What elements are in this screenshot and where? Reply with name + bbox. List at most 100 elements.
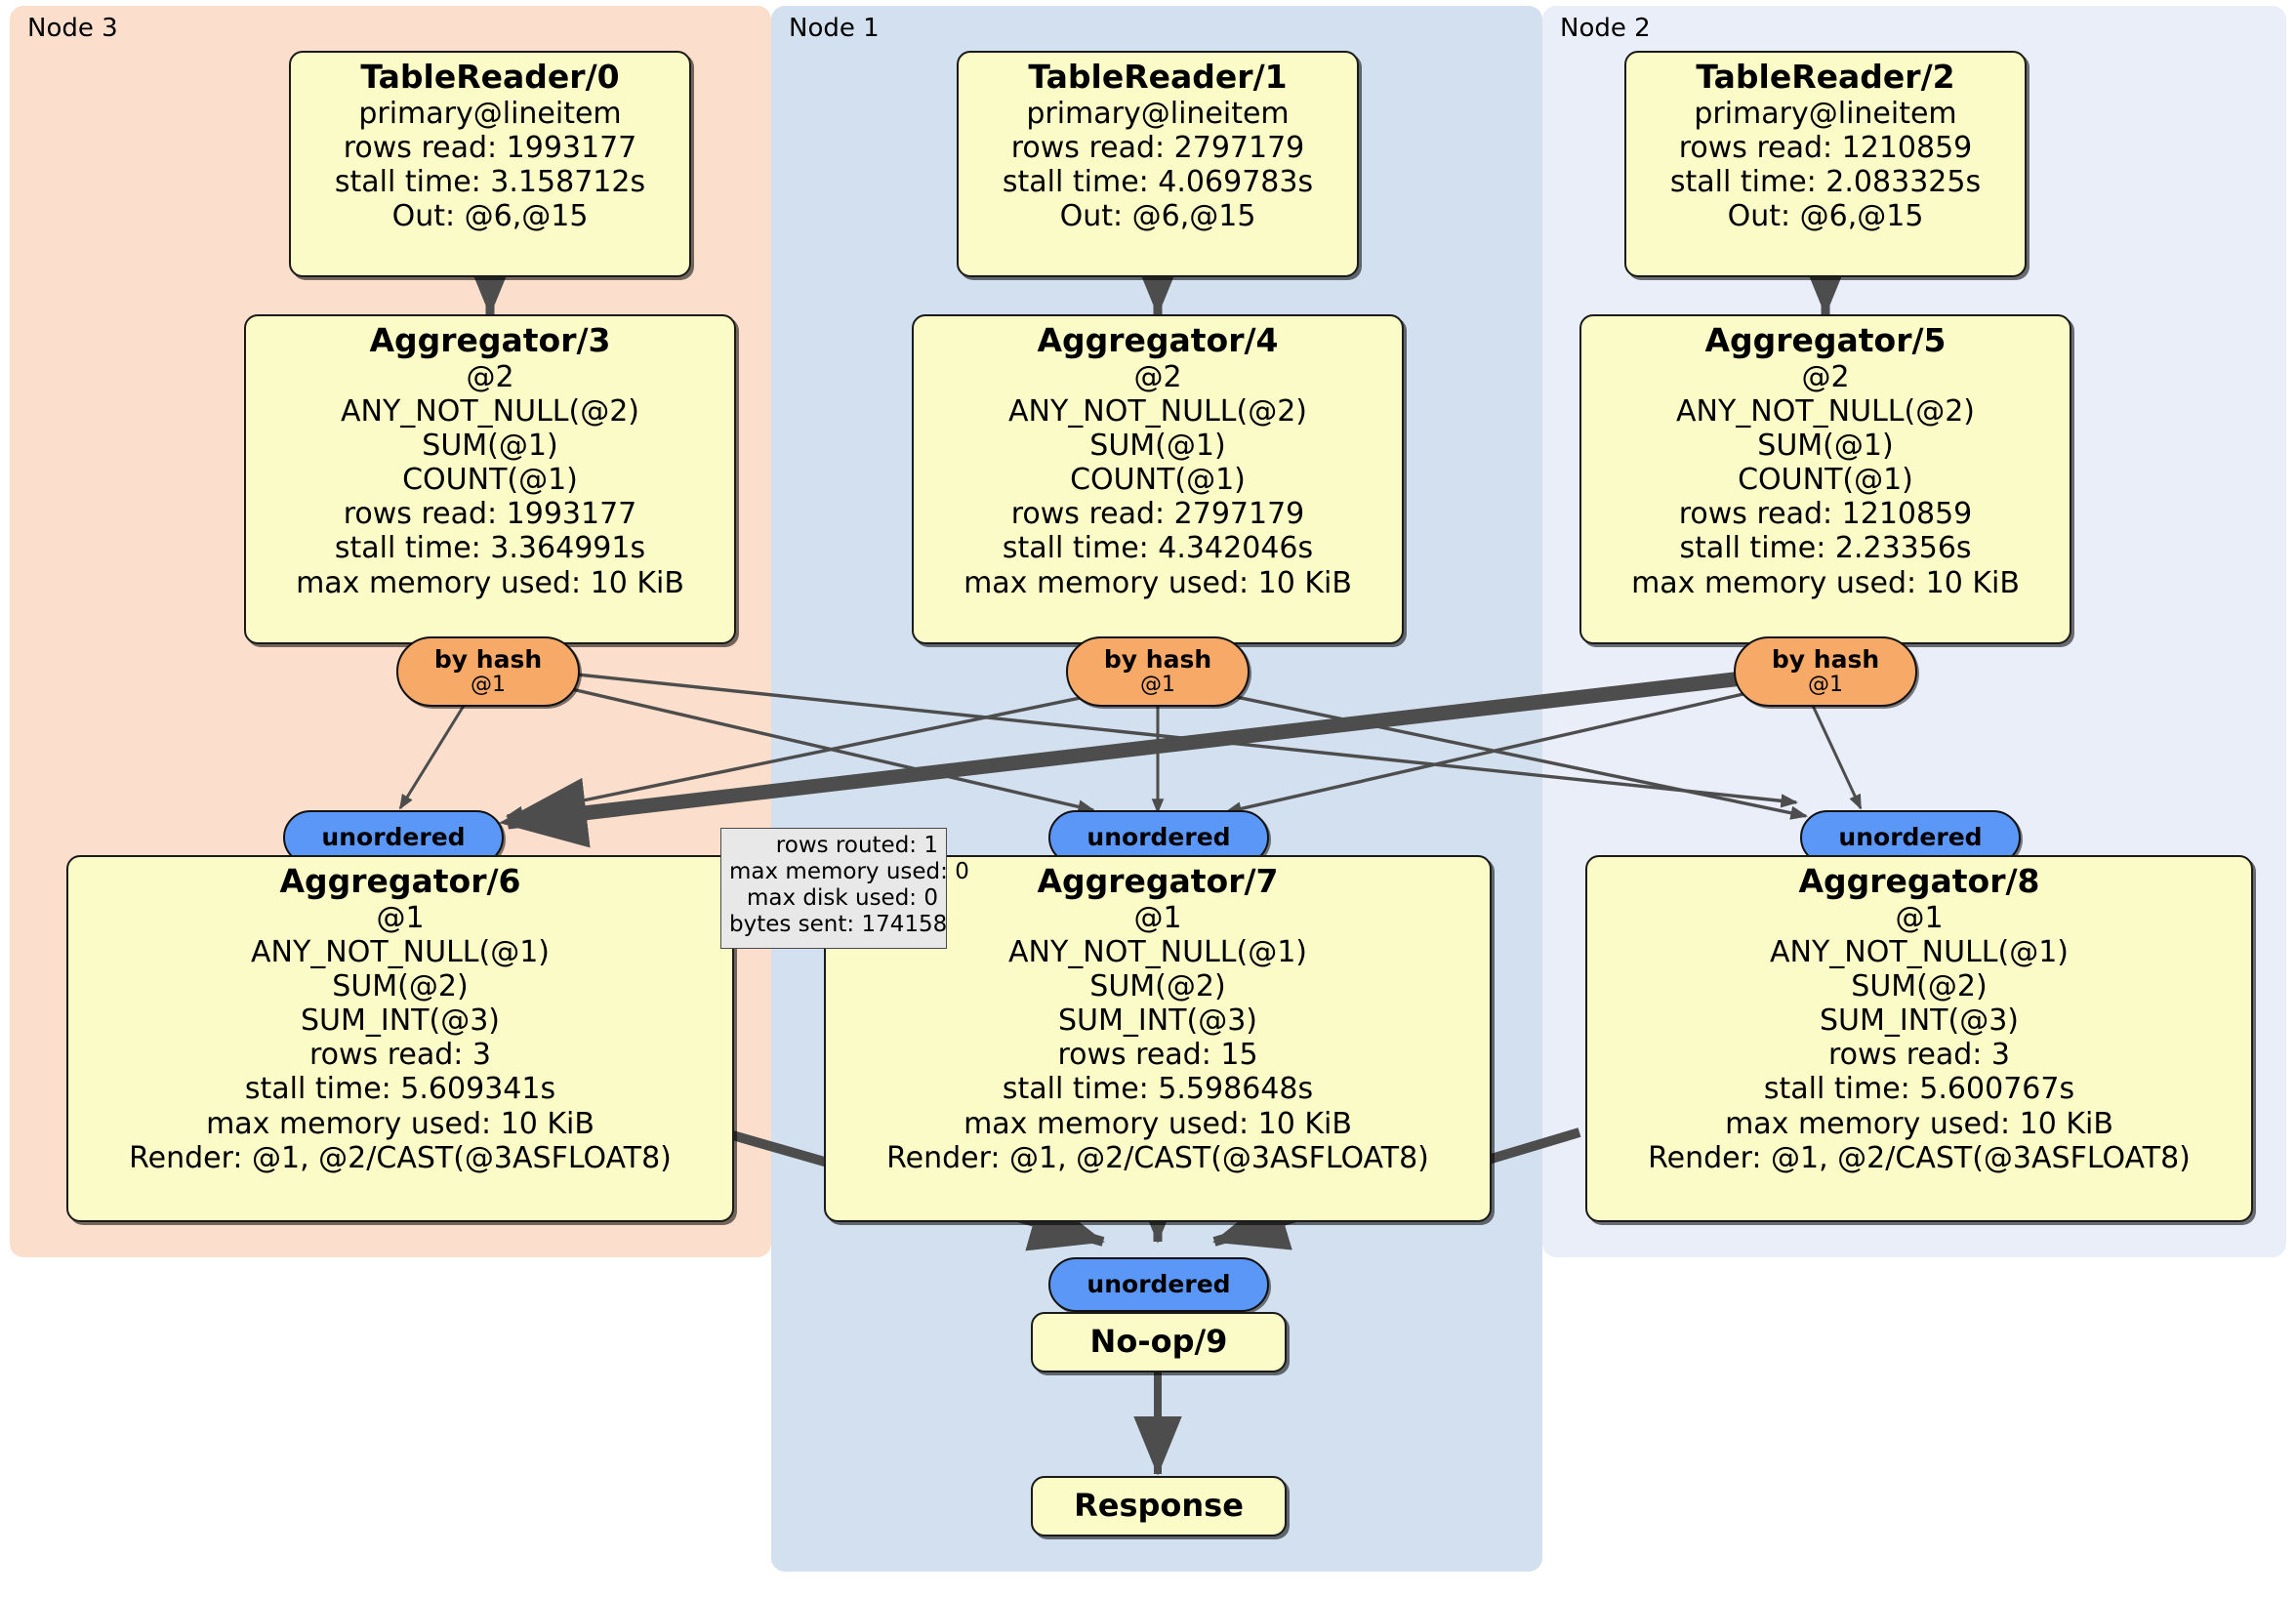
proc-line: SUM(@1) <box>1757 429 1894 464</box>
proc-line: ANY_NOT_NULL(@2) <box>1008 394 1307 430</box>
stats-line: rows routed: 1 <box>775 833 938 858</box>
proc-line: SUM_INT(@3) <box>301 1003 500 1039</box>
sync-unordered-node2[interactable]: unordered <box>1800 810 2021 865</box>
proc-line: max memory used: 10 KiB <box>296 565 684 600</box>
proc-line: Out: @6,@15 <box>1727 199 1924 234</box>
proc-title: Aggregator/4 <box>1037 321 1279 359</box>
proc-line: stall time: 2.23356s <box>1679 531 1972 566</box>
sync-label: unordered <box>1838 822 1983 851</box>
proc-line: max memory used: 10 KiB <box>964 1106 1352 1141</box>
proc-line: ANY_NOT_NULL(@2) <box>341 394 639 430</box>
proc-aggregator5[interactable]: Aggregator/5 @2 ANY_NOT_NULL(@2) SUM(@1)… <box>1579 314 2071 644</box>
proc-line: ANY_NOT_NULL(@2) <box>1676 394 1975 430</box>
proc-aggregator4[interactable]: Aggregator/4 @2 ANY_NOT_NULL(@2) SUM(@1)… <box>912 314 1404 644</box>
proc-title: TableReader/1 <box>1028 58 1288 96</box>
proc-line: SUM(@1) <box>1089 429 1226 464</box>
proc-response[interactable]: Response <box>1031 1476 1287 1536</box>
proc-line: rows read: 2797179 <box>1010 497 1305 532</box>
proc-line: @2 <box>1801 359 1850 394</box>
router-sublabel: @1 <box>471 672 506 697</box>
proc-title: TableReader/2 <box>1696 58 1955 96</box>
proc-line: @1 <box>1895 900 1944 935</box>
stats-line: max memory used: 0 <box>729 859 969 885</box>
panel-label-node2: Node 2 <box>1560 14 1651 43</box>
panel-label-node1: Node 1 <box>789 14 880 43</box>
proc-title: TableReader/0 <box>360 58 620 96</box>
proc-tablereader2[interactable]: TableReader/2 primary@lineitem rows read… <box>1624 51 2027 277</box>
proc-line: Render: @1, @2/CAST(@3ASFLOAT8) <box>886 1140 1429 1175</box>
proc-title: Aggregator/7 <box>1037 862 1279 900</box>
proc-title: No-op/9 <box>1089 1323 1228 1361</box>
router-label: by hash <box>433 645 543 675</box>
proc-line: ANY_NOT_NULL(@1) <box>1770 935 2069 970</box>
proc-title: Aggregator/5 <box>1704 321 1947 359</box>
proc-line: rows read: 1993177 <box>343 131 637 166</box>
proc-line: stall time: 4.342046s <box>1002 531 1314 566</box>
proc-aggregator7[interactable]: Aggregator/7 @1 ANY_NOT_NULL(@1) SUM(@2)… <box>824 855 1492 1222</box>
proc-aggregator6[interactable]: Aggregator/6 @1 ANY_NOT_NULL(@1) SUM(@2)… <box>66 855 734 1222</box>
proc-line: max memory used: 10 KiB <box>1631 565 2020 600</box>
proc-line: SUM(@1) <box>422 429 558 464</box>
proc-line: rows read: 1210859 <box>1678 497 1973 532</box>
router-sublabel: @1 <box>1808 672 1843 697</box>
proc-line: rows read: 2797179 <box>1010 131 1305 166</box>
router-label: by hash <box>1103 645 1212 675</box>
proc-line: stall time: 5.600767s <box>1763 1072 2075 1107</box>
proc-line: stall time: 2.083325s <box>1669 165 1982 200</box>
proc-line: stall time: 3.158712s <box>334 165 646 200</box>
proc-line: COUNT(@1) <box>402 463 578 498</box>
proc-line: ANY_NOT_NULL(@1) <box>1008 935 1307 970</box>
proc-line: stall time: 5.609341s <box>244 1072 556 1107</box>
sync-unordered-final[interactable]: unordered <box>1048 1257 1269 1312</box>
proc-line: SUM(@2) <box>1851 969 1988 1004</box>
proc-line: primary@lineitem <box>1694 96 1957 131</box>
proc-line: SUM_INT(@3) <box>1820 1003 2019 1039</box>
proc-line: SUM(@2) <box>332 969 469 1004</box>
proc-line: rows read: 3 <box>308 1038 492 1073</box>
proc-line: @2 <box>466 359 514 394</box>
proc-noop9[interactable]: No-op/9 <box>1031 1312 1287 1372</box>
proc-line: rows read: 15 <box>1057 1038 1258 1073</box>
edge-stats-box: rows routed: 1 max memory used: 0 max di… <box>720 828 969 949</box>
sync-label: unordered <box>1086 1269 1231 1298</box>
router-sublabel: @1 <box>1140 672 1175 697</box>
router-byhash-node1[interactable]: by hash @1 <box>1066 636 1250 707</box>
proc-line: Out: @6,@15 <box>1059 199 1256 234</box>
proc-title: Aggregator/6 <box>279 862 521 900</box>
proc-line: stall time: 3.364991s <box>334 531 646 566</box>
proc-title: Aggregator/8 <box>1798 862 2040 900</box>
proc-line: ANY_NOT_NULL(@1) <box>251 935 550 970</box>
proc-tablereader1[interactable]: TableReader/1 primary@lineitem rows read… <box>957 51 1359 277</box>
stats-line: bytes sent: 174158 <box>729 912 948 938</box>
proc-line: max memory used: 10 KiB <box>206 1106 594 1141</box>
router-byhash-node3[interactable]: by hash @1 <box>396 636 580 707</box>
proc-line: stall time: 4.069783s <box>1002 165 1314 200</box>
proc-line: SUM_INT(@3) <box>1058 1003 1257 1039</box>
panel-label-node3: Node 3 <box>27 14 118 43</box>
sync-label: unordered <box>321 822 466 851</box>
proc-tablereader0[interactable]: TableReader/0 primary@lineitem rows read… <box>289 51 691 277</box>
proc-line: @1 <box>376 900 425 935</box>
proc-line: @1 <box>1133 900 1182 935</box>
proc-title: Aggregator/3 <box>369 321 611 359</box>
proc-line: rows read: 1993177 <box>343 497 637 532</box>
proc-line: rows read: 3 <box>1827 1038 2011 1073</box>
proc-line: max memory used: 10 KiB <box>1725 1106 2113 1141</box>
router-label: by hash <box>1771 645 1880 675</box>
proc-line: COUNT(@1) <box>1738 463 1913 498</box>
proc-line: @2 <box>1133 359 1182 394</box>
router-byhash-node2[interactable]: by hash @1 <box>1734 636 1917 707</box>
sync-label: unordered <box>1086 822 1231 851</box>
proc-line: rows read: 1210859 <box>1678 131 1973 166</box>
proc-line: Out: @6,@15 <box>391 199 589 234</box>
proc-aggregator3[interactable]: Aggregator/3 @2 ANY_NOT_NULL(@2) SUM(@1)… <box>244 314 736 644</box>
proc-title: Response <box>1074 1487 1244 1525</box>
proc-line: Render: @1, @2/CAST(@3ASFLOAT8) <box>129 1140 672 1175</box>
proc-line: max memory used: 10 KiB <box>964 565 1352 600</box>
proc-line: COUNT(@1) <box>1070 463 1246 498</box>
stats-line: max disk used: 0 <box>746 885 938 912</box>
proc-line: SUM(@2) <box>1089 969 1226 1004</box>
proc-aggregator8[interactable]: Aggregator/8 @1 ANY_NOT_NULL(@1) SUM(@2)… <box>1585 855 2253 1222</box>
proc-line: primary@lineitem <box>1026 96 1290 131</box>
